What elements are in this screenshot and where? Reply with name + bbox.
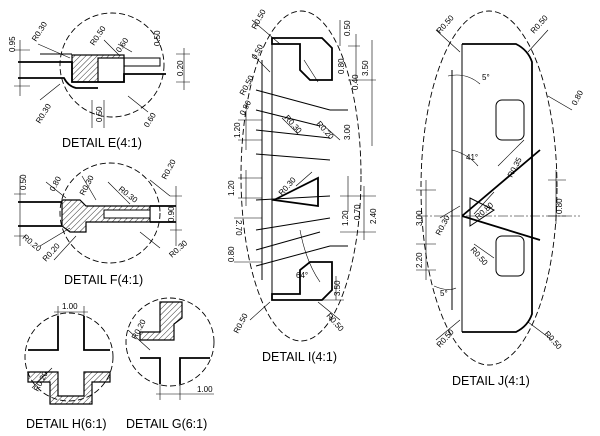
detail-i-dim: R0.50 (250, 7, 268, 31)
detail-i-dim: 1.20 (227, 180, 236, 196)
detail-i-dim: 0.40 (351, 74, 360, 90)
detail-f-geometry (14, 175, 182, 261)
detail-e-dim: 0.50 (153, 30, 162, 46)
detail-i-dim: 64° (296, 271, 308, 280)
detail-e-dim: R0.30 (34, 102, 53, 125)
detail-f-boundary-circle (59, 162, 161, 264)
detail-j-dim: 2.20 (415, 252, 424, 268)
detail-e-title: DETAIL E(4:1) (62, 136, 142, 150)
detail-e-dim: 0.60 (114, 36, 130, 54)
detail-f-dim: 0.90 (167, 206, 176, 222)
detail-e-dim: 0.95 (8, 36, 17, 52)
detail-i-title: DETAIL I(4:1) (262, 350, 337, 364)
detail-h: 1.00 R0.20 DETAIL H(6:1) (24, 302, 114, 431)
detail-f-dim: R0.20 (21, 233, 44, 254)
detail-e-dim: 0.50 (95, 106, 104, 122)
detail-i-dim: R0.50 (238, 73, 256, 97)
detail-e-geometry (14, 39, 190, 128)
detail-f-title: DETAIL F(4:1) (64, 273, 143, 287)
detail-j-dim: R0.35 (506, 155, 524, 179)
detail-j-dim: R0.30 (434, 213, 452, 237)
detail-i-dim: R0.50 (325, 311, 346, 333)
detail-g-boundary-circle (125, 297, 215, 387)
detail-f-dim: 0.80 (48, 174, 64, 192)
detail-i-dim: 0.50 (250, 42, 266, 60)
detail-j-dim: R0.50 (529, 13, 550, 35)
detail-i-dim: 0.80 (238, 98, 254, 116)
detail-g: R0.20 1.00 DETAIL G(6:1) (125, 297, 215, 431)
detail-j-dim: 0.80 (555, 198, 564, 214)
detail-g-dim: 1.00 (197, 385, 213, 394)
detail-e-dim: R0.50 (88, 24, 108, 47)
detail-f: 0.50 0.80 R0.30 R0.30 R0.20 R0.20 0.90 R… (14, 157, 190, 287)
detail-e-dim: 0.60 (142, 111, 158, 129)
detail-h-dim: 1.00 (62, 302, 78, 311)
detail-j-dim: 5° (482, 73, 490, 82)
detail-f-dim: R0.30 (167, 238, 189, 259)
detail-i-dim: 1.20 (233, 122, 242, 138)
detail-i-dim: 0.50 (343, 20, 352, 36)
detail-i: R0.50 0.50 R0.50 0.50 0.80 0.40 3.50 0.8… (227, 7, 378, 364)
detail-h-geometry (27, 306, 111, 405)
detail-i-dim: 2.40 (369, 208, 378, 224)
detail-f-dim: R0.20 (160, 157, 178, 181)
detail-i-dim: R0.50 (232, 311, 250, 335)
detail-i-dim: R0.30 (283, 113, 304, 135)
detail-j-boundary-ellipse (420, 10, 558, 366)
detail-j-dim: 5° (440, 289, 448, 298)
detail-g-geometry (127, 301, 214, 400)
detail-i-dim: 3.00 (343, 124, 352, 140)
detail-j-dim: R0.50 (469, 245, 490, 267)
detail-i-dim: 2.70 (234, 220, 243, 236)
detail-f-dim: R0.20 (41, 241, 62, 263)
detail-f-dim: 0.50 (19, 174, 28, 190)
detail-g-title: DETAIL G(6:1) (126, 417, 207, 431)
detail-i-geometry (234, 19, 376, 321)
detail-i-dim: 3.50 (361, 60, 370, 76)
detail-i-dim: R0.20 (315, 119, 336, 141)
detail-j-dim: 3.00 (415, 210, 424, 226)
detail-j-title: DETAIL J(4:1) (452, 374, 530, 388)
detail-f-dim: R0.30 (78, 173, 96, 197)
detail-j-dim: 41° (466, 153, 478, 162)
detail-e-dim: R0.30 (30, 20, 49, 43)
detail-e: 0.95 R0.30 R0.50 0.60 0.50 R0.30 0.20 0.… (8, 12, 190, 150)
detail-j-dim: R0.50 (435, 13, 456, 35)
detail-j-geometry (416, 29, 580, 341)
detail-j-dim: 0.80 (570, 88, 586, 106)
detail-j-dim: R0.50 (543, 329, 564, 351)
detail-j: R0.50 R0.50 5° 0.80 41° R0.35 R0.30 R0.8… (415, 10, 586, 388)
detail-i-dim: 1.20 (341, 210, 350, 226)
detail-h-boundary-circle (24, 312, 114, 402)
detail-i-dim: 3.50 (333, 280, 342, 296)
detail-i-dim: 0.80 (337, 58, 346, 74)
detail-i-dim: 0.70 (353, 204, 362, 220)
detail-h-title: DETAIL H(6:1) (26, 417, 107, 431)
detail-e-dim: 0.20 (176, 60, 185, 76)
detail-i-dim: 0.80 (227, 246, 236, 262)
detail-e-boundary-circle (59, 12, 165, 118)
detail-i-boundary-ellipse (240, 10, 362, 342)
